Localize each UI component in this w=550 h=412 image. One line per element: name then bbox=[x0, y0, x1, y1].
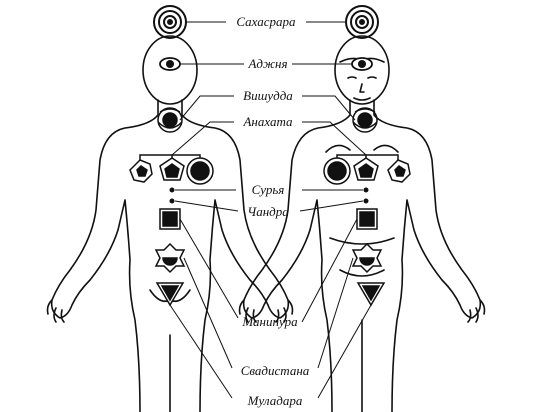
leader-lines bbox=[169, 21, 372, 399]
chakra-chandra-left bbox=[169, 198, 175, 204]
chakra-svadhisthana-left bbox=[154, 242, 186, 274]
chakra-anahata-right bbox=[323, 154, 411, 185]
figure-left bbox=[46, 35, 294, 412]
label-manipura: Манипура bbox=[241, 314, 298, 329]
label-muladhara: Муладара bbox=[247, 393, 303, 408]
chakra-muladhara-right bbox=[356, 282, 386, 307]
figure-right-outline bbox=[242, 99, 482, 412]
figure-right-hand-right bbox=[467, 299, 486, 323]
chakra-muladhara-left bbox=[155, 282, 185, 307]
chakra-svadhisthana-right bbox=[351, 242, 383, 274]
figure-right bbox=[238, 35, 486, 412]
figure-left-head bbox=[142, 35, 198, 105]
figure-right-head bbox=[334, 35, 390, 105]
chakra-manipura-left bbox=[159, 208, 181, 230]
figure-left-hand-left bbox=[46, 299, 65, 323]
chakra-vishuddha-left bbox=[157, 107, 183, 133]
label-sahasrara: Сахасрара bbox=[236, 14, 296, 29]
chakra-ajna-left bbox=[159, 57, 181, 71]
chakra-surya-left bbox=[169, 187, 175, 193]
figure-right-chest-lines bbox=[325, 144, 399, 277]
chakra-vishuddha-right bbox=[352, 107, 378, 133]
label-svadhisthana: Свадистана bbox=[241, 363, 310, 378]
figure-left-hand-right bbox=[275, 299, 294, 323]
label-anahata: Анахата bbox=[242, 114, 293, 129]
chakra-sahasrara-right bbox=[345, 5, 379, 39]
label-chandra: Чандра bbox=[247, 204, 289, 219]
chakra-anahata-left bbox=[129, 154, 214, 185]
chakra-ajna-right bbox=[351, 57, 373, 71]
figure-right-hand-left bbox=[238, 299, 257, 323]
chakra-chandra-right bbox=[363, 198, 369, 204]
figure-left-outline bbox=[50, 99, 290, 412]
chakra-surya-right bbox=[363, 187, 369, 193]
chakra-manipura-right bbox=[356, 208, 378, 230]
figure-right-face bbox=[339, 57, 385, 101]
chakra-sahasrara-left bbox=[153, 5, 187, 39]
label-surya: Сурья bbox=[252, 182, 285, 197]
label-vishuddha: Вишудда bbox=[243, 88, 293, 103]
label-ajna: Аджня bbox=[247, 56, 287, 71]
